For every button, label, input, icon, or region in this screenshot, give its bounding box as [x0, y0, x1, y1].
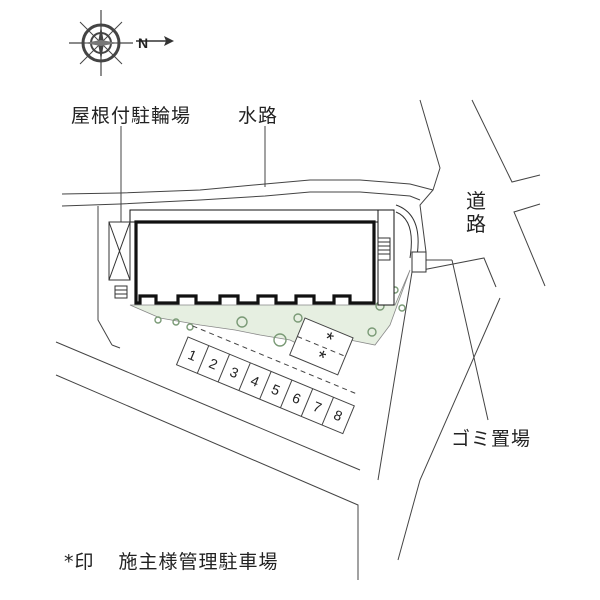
waterway-label: 水路: [238, 105, 279, 127]
compass-icon: [69, 10, 133, 76]
garbage-area-label: ゴミ置場: [451, 428, 532, 450]
owner-parking: * *: [289, 317, 354, 376]
road-label: 道路 道路: [466, 189, 486, 236]
road-edges: [377, 99, 546, 561]
north-arrow-icon: [136, 36, 174, 46]
garbage-area: [411, 251, 427, 273]
north-letter: N: [138, 35, 148, 51]
lot-lines: [55, 206, 361, 580]
legend: *印 施主様管理駐車場: [64, 547, 279, 574]
parking-lot: 1 2 3 4 5 6 7 8: [175, 325, 360, 435]
entrance-curve-inner: [395, 211, 412, 259]
bicycle-parking-label: 屋根付駐輪場: [71, 105, 192, 127]
legend-symbol: *印: [64, 551, 95, 573]
building: [129, 209, 395, 306]
bicycle-shed: [108, 221, 131, 299]
waterway: [61, 179, 434, 207]
legend-text: 施主様管理駐車場: [118, 551, 279, 573]
stairs: [377, 237, 391, 261]
